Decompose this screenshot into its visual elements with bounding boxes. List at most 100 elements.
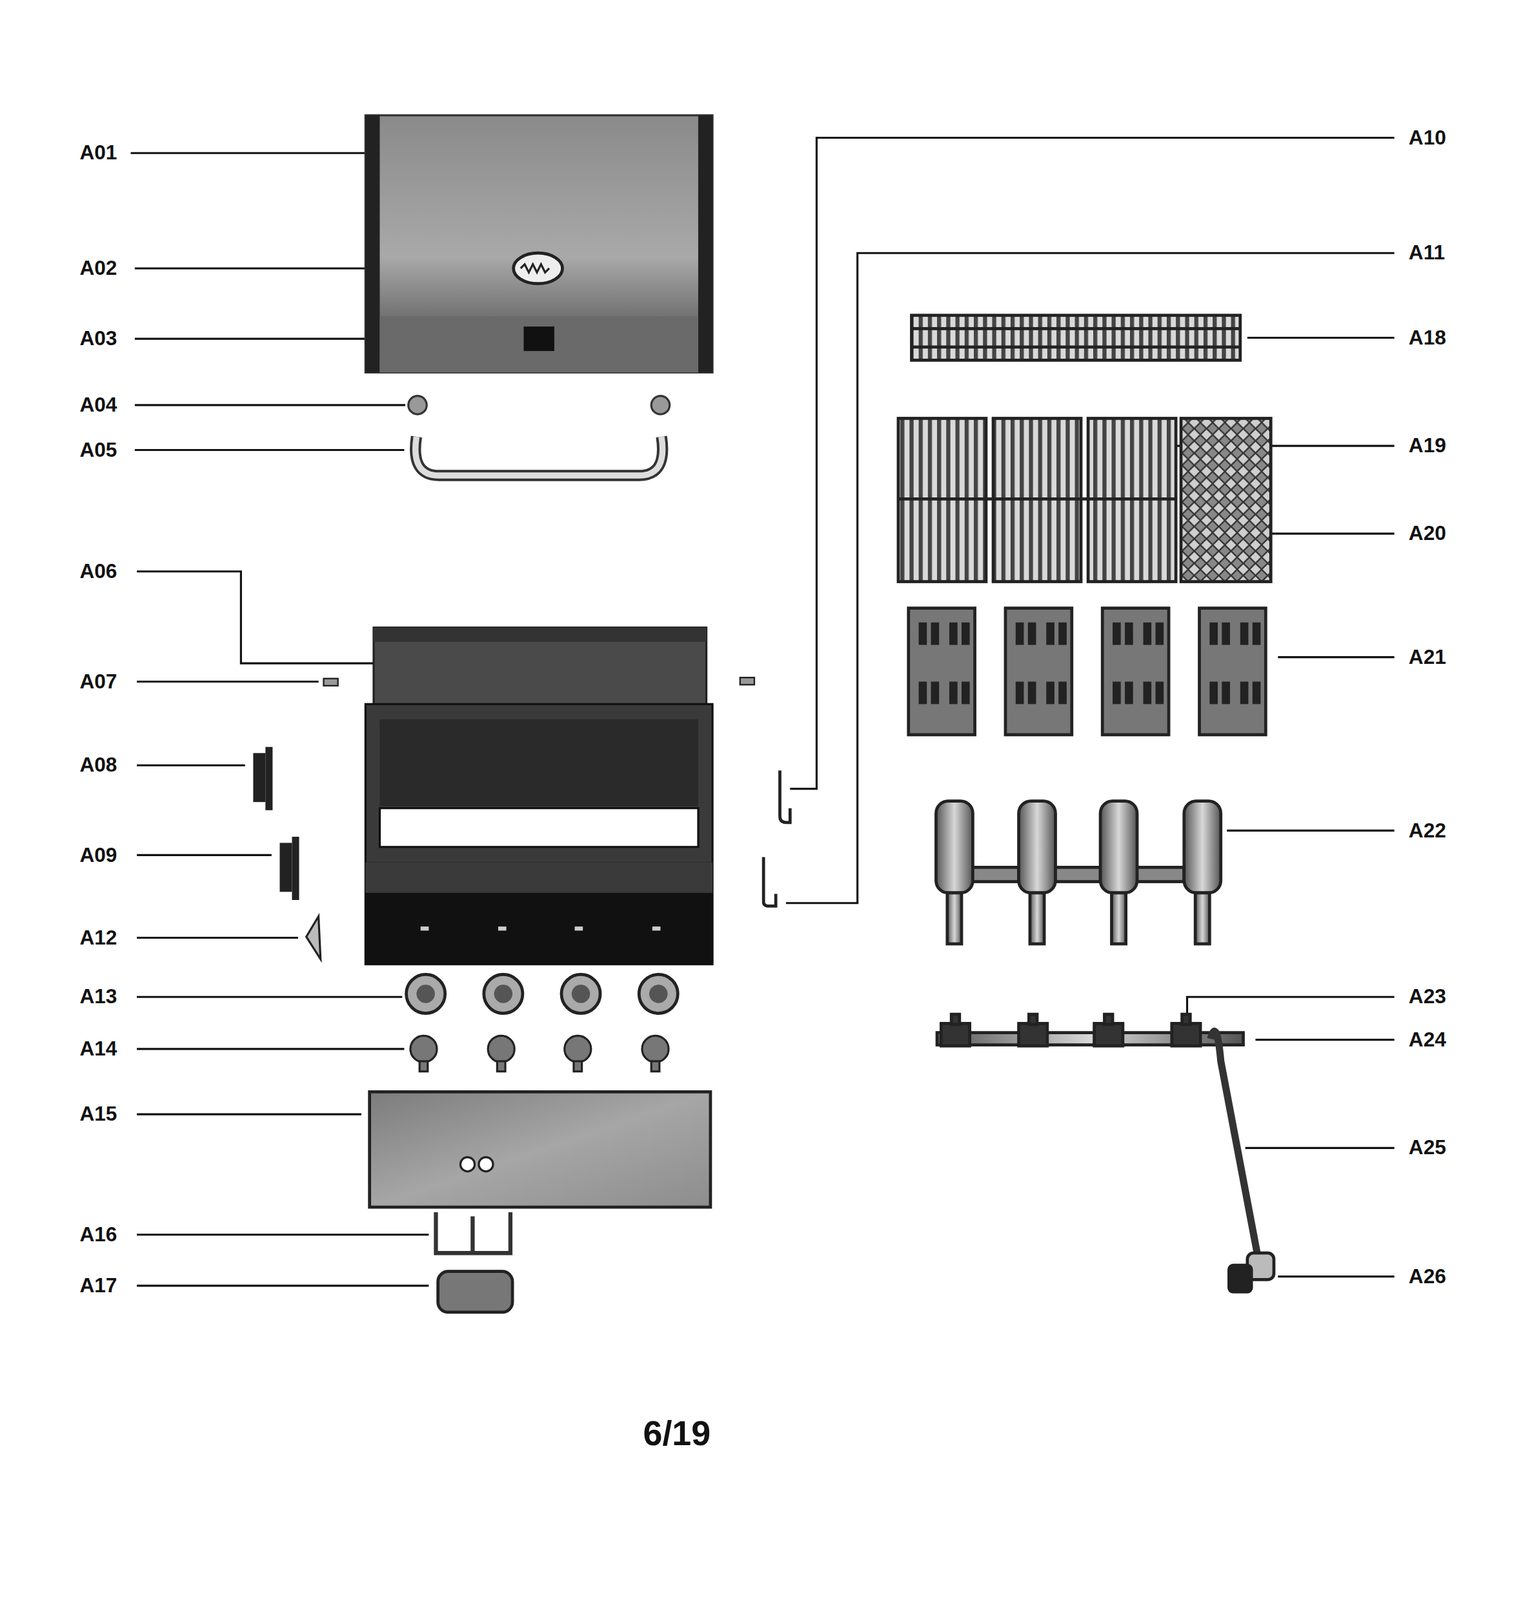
- knob-bezels-part-part: [638, 974, 678, 1014]
- handle-mounts: [408, 396, 670, 415]
- firebox-part-part: [420, 926, 430, 931]
- callout-number: A10: [1408, 127, 1447, 149]
- burners-part: [947, 893, 962, 945]
- flame-tamers-part-part: [1015, 682, 1025, 705]
- flame-tamers: [908, 608, 1267, 736]
- burners: [935, 801, 1221, 945]
- callout-number: A22: [1408, 820, 1447, 842]
- leader-lines-part: [1247, 336, 1395, 339]
- flame-tamers-part: [918, 622, 1261, 705]
- cup-holder-part: [470, 1216, 475, 1252]
- warming-rack-part: [911, 327, 1241, 331]
- knobs-part: [564, 1035, 592, 1063]
- knobs: [410, 1035, 669, 1072]
- flame-tamers-part-part: [1112, 682, 1121, 705]
- flame-tamers-part-part: [1155, 682, 1165, 705]
- side-brackets: [252, 747, 321, 960]
- leader-lines-part: [136, 1048, 404, 1050]
- callout-number: A15: [79, 1104, 117, 1125]
- gas-hose: [1210, 1031, 1258, 1256]
- lid-part: [523, 326, 554, 352]
- firebox-part: [373, 627, 707, 643]
- flame-tamers-part: [1199, 608, 1267, 736]
- lid-part: [379, 316, 698, 373]
- side-brackets-part: [306, 916, 321, 959]
- burners-part: [1018, 801, 1056, 894]
- flame-tamers-part-part: [1124, 622, 1134, 646]
- grease-tray-part: [460, 1157, 475, 1172]
- leader-lines-part: [136, 854, 272, 857]
- manifold-part: [940, 1014, 1201, 1047]
- burners-part: [1100, 801, 1138, 894]
- flame-tamers-part-part: [961, 622, 970, 646]
- callout-number: A06: [79, 561, 117, 583]
- flame-tamers-part-part: [918, 622, 928, 646]
- leader-lines-part: [1277, 1275, 1394, 1278]
- flame-tamers-part-part: [1046, 622, 1055, 646]
- callout-number: A23: [1408, 987, 1447, 1009]
- screws-part: [323, 678, 338, 686]
- leader-lines-part: [1187, 997, 1395, 1015]
- handle-mounts-part: [408, 396, 427, 415]
- manifold-part-part: [940, 1023, 970, 1047]
- knob-bezels-part-part: [406, 974, 446, 1014]
- flame-tamers-part-part: [1143, 622, 1152, 646]
- grill-exploded-view-part: [415, 436, 663, 476]
- knobs-part: [642, 1035, 669, 1063]
- knobs-part: [496, 1061, 506, 1072]
- callout-number: A13: [79, 987, 117, 1009]
- warming-rack-part: [911, 315, 1241, 361]
- leader-lines-part: [1226, 829, 1394, 832]
- flame-tamers-part-part: [1015, 622, 1025, 646]
- flame-tamers-part-part: [931, 622, 940, 646]
- callout-number: A09: [79, 845, 117, 867]
- handle-mounts-part: [651, 396, 670, 415]
- cooking-grates-part: [898, 497, 1176, 501]
- flame-tamers-part-part: [1155, 622, 1165, 646]
- flame-tamers-part-part: [918, 682, 928, 705]
- knobs-part: [410, 1035, 437, 1063]
- leader-lines-part: [136, 937, 299, 939]
- lid-part: [513, 252, 563, 284]
- flame-tamers-part: [1005, 608, 1072, 736]
- callout-number: A25: [1408, 1138, 1447, 1160]
- callout-number: A26: [1408, 1266, 1447, 1288]
- burners-part: [971, 867, 1019, 882]
- grease-cup: [438, 1271, 513, 1313]
- burners-part: [935, 801, 973, 894]
- burners-part: [1195, 893, 1210, 945]
- flame-tamers-part-part: [949, 622, 958, 646]
- leader-lines-part: [136, 1233, 429, 1236]
- side-brackets-part: [252, 753, 266, 803]
- burners-part: [1029, 893, 1045, 945]
- knob-bezels-part-part: [494, 984, 513, 1003]
- callout-number: A12: [79, 927, 117, 949]
- callout-number: A16: [79, 1224, 117, 1246]
- flame-tamers-part-part: [1209, 622, 1218, 646]
- lid-part: [365, 115, 380, 374]
- leader-lines-part: [136, 571, 374, 664]
- flame-tamers-part-part: [1252, 622, 1261, 646]
- warming-rack-part: [911, 345, 1241, 349]
- knobs-part: [573, 1061, 583, 1072]
- callout-number: A11: [1408, 242, 1445, 264]
- lid-part: [698, 115, 713, 374]
- callout-number: A04: [79, 394, 117, 416]
- lid-part: [520, 264, 550, 273]
- manifold-part-part: [1028, 1014, 1038, 1025]
- cooking-grates: [898, 418, 1271, 582]
- burners-part: [1135, 867, 1185, 882]
- flame-tamers-part-part: [1028, 622, 1037, 646]
- manifold-part-part: [1171, 1023, 1201, 1047]
- firebox-part-part: [498, 926, 507, 931]
- leader-lines-part: [136, 996, 403, 999]
- leader-lines-part: [136, 764, 246, 767]
- knob-bezels-part-part: [561, 974, 601, 1014]
- knob-bezels-part-part: [484, 974, 523, 1014]
- grease-tray-part: [478, 1157, 494, 1172]
- leader-lines-part: [136, 1284, 429, 1287]
- knob-bezels-part-part: [416, 984, 435, 1003]
- callout-number: A20: [1408, 523, 1447, 545]
